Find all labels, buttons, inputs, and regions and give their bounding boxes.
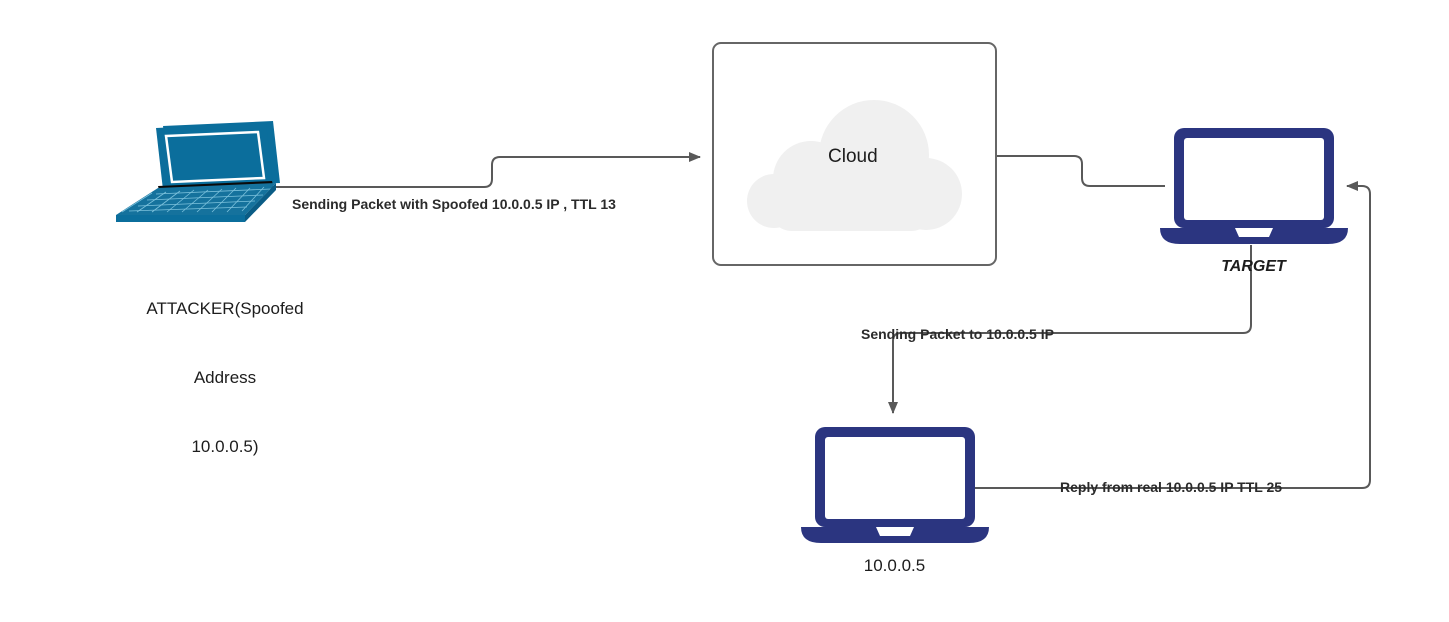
attacker-label-line3: 10.0.0.5): [191, 437, 259, 456]
cloud-icon: [747, 100, 962, 231]
edge-label-victim-to-target: Reply from real 10.0.0.5 IP TTL 25: [1060, 479, 1283, 495]
laptop-isometric-icon: [116, 121, 280, 222]
laptop-front-icon: [801, 427, 989, 543]
edge-attacker-to-cloud: [264, 152, 701, 188]
node-target[interactable]: [1156, 126, 1351, 246]
node-attacker[interactable]: [108, 118, 283, 223]
node-victim[interactable]: [797, 425, 992, 545]
edge-label-target-to-victim: Sending Packet to 10.0.0.5 IP: [861, 326, 1054, 342]
attacker-label-line1: ATTACKER(Spoofed: [146, 299, 304, 318]
edge-label-attacker-to-cloud: Sending Packet with Spoofed 10.0.0.5 IP …: [292, 196, 616, 212]
attacker-label-line2: Address: [193, 368, 257, 387]
edge-target-to-victim: [888, 245, 1252, 414]
target-label: TARGET: [1221, 258, 1286, 275]
edge-victim-to-target: [975, 181, 1371, 489]
node-cloud[interactable]: Cloud: [712, 42, 997, 266]
edge-cloud-to-target: [996, 155, 1165, 187]
victim-label: 10.0.0.5: [863, 556, 926, 575]
attacker-label: ATTACKER(Spoofed Address 10.0.0.5): [60, 251, 390, 504]
cloud-label: Cloud: [828, 146, 878, 167]
laptop-front-icon: [1160, 128, 1348, 244]
